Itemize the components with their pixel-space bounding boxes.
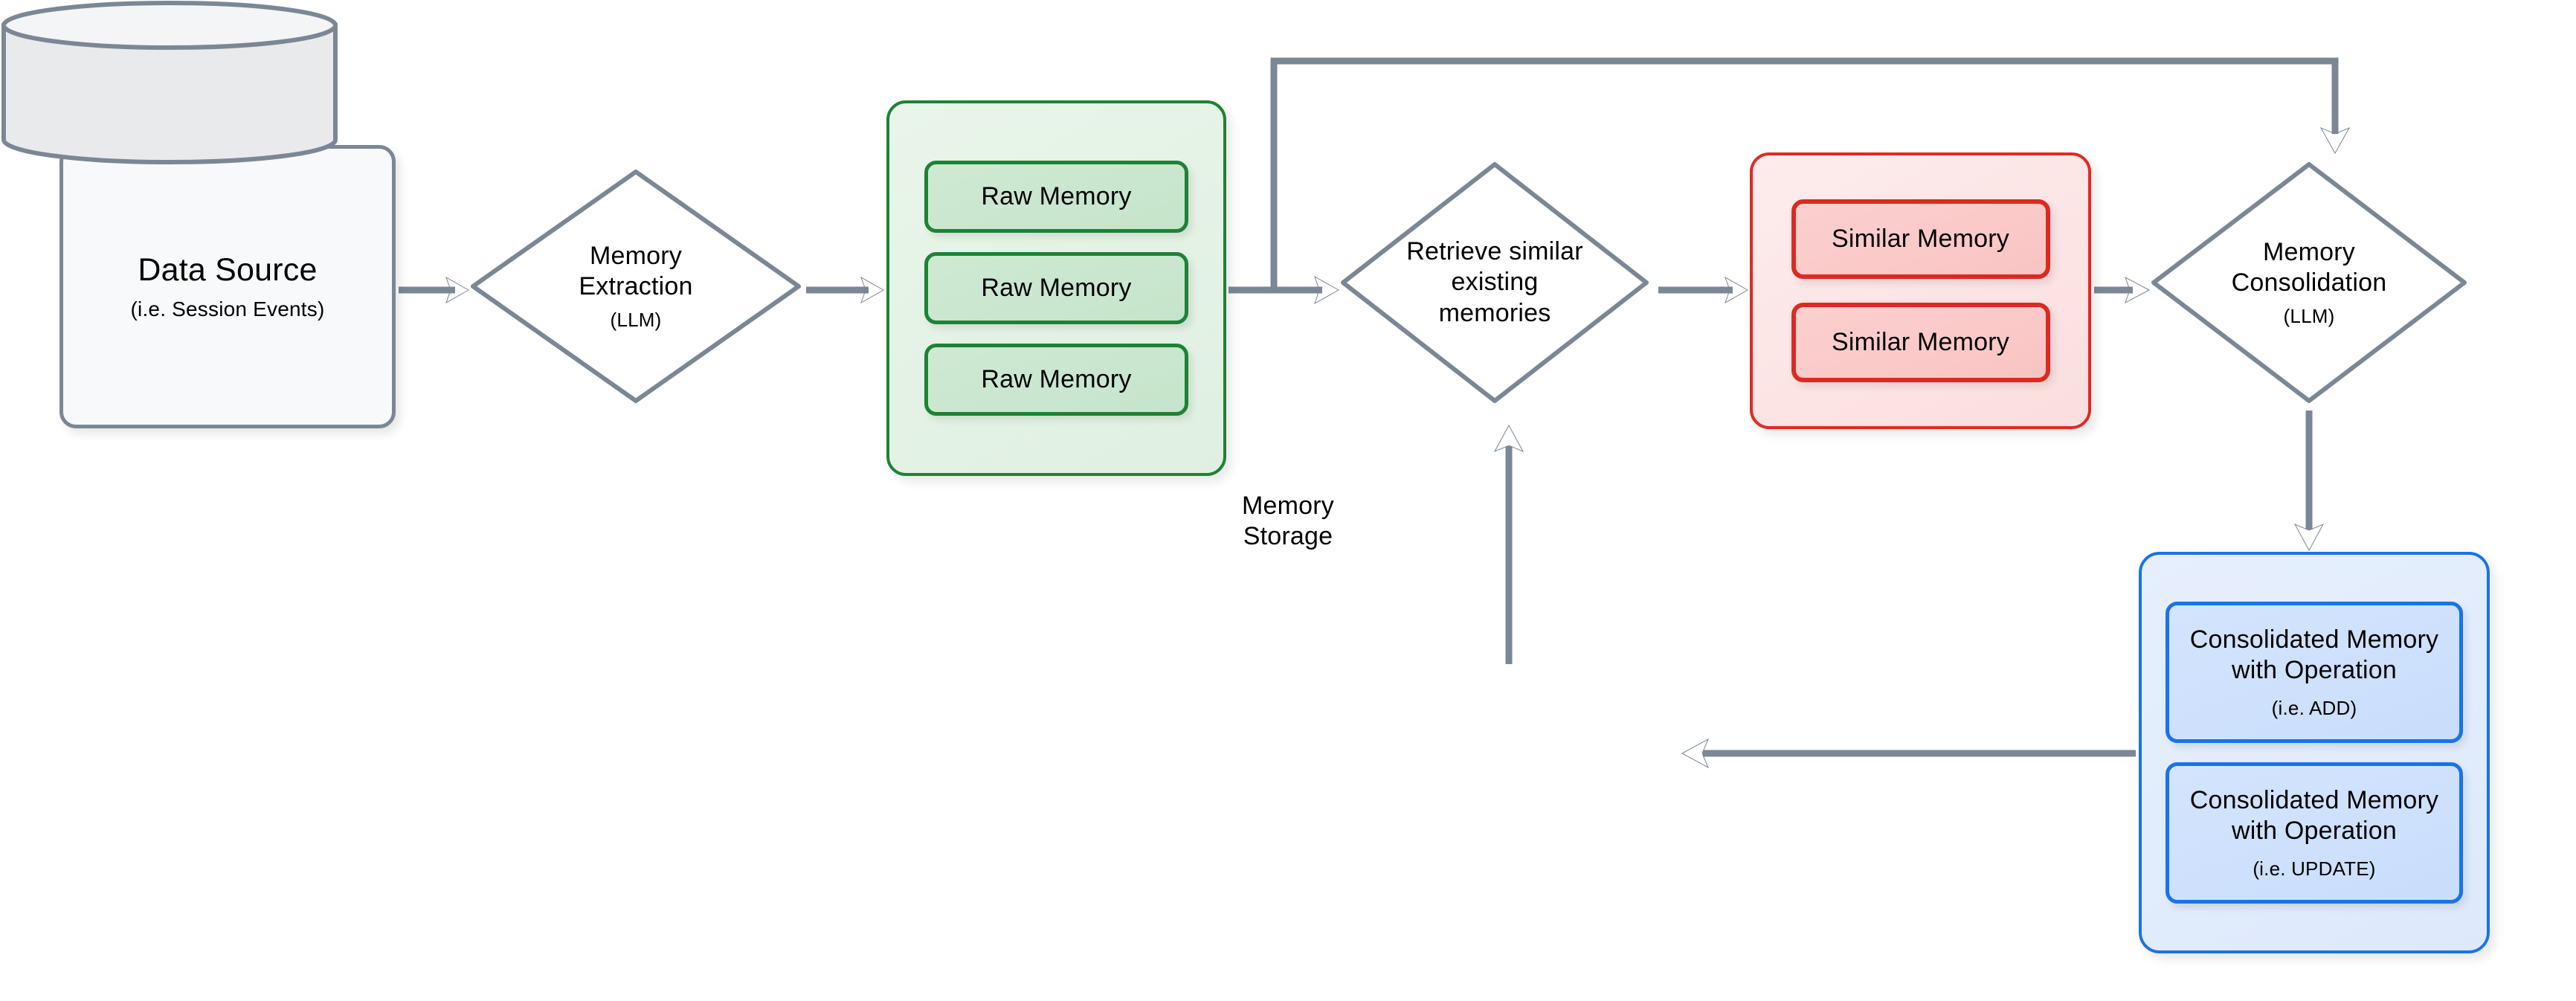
node-memory-extraction[interactable]: Memory Extraction (LLM)	[468, 167, 803, 405]
node-memory-storage[interactable]: Memory Storage	[0, 0, 1334, 550]
node-data-source[interactable]: Data Source (i.e. Session Events)	[59, 145, 396, 428]
memory-storage-line2: Storage	[1243, 522, 1333, 550]
edge-data-source-to-memory-extraction	[399, 276, 470, 304]
raw-memory-label-1: Raw Memory	[981, 181, 1132, 210]
consolidated-memory-update-line2: with Operation	[2231, 817, 2397, 846]
edge-memory-consolidation-to-consolidated-memory	[2293, 411, 2325, 552]
consolidated-memory-update-line1: Consolidated Memory	[2189, 785, 2439, 814]
consolidated-memory-add-line2: with Operation	[2231, 656, 2397, 685]
similar-memory-label-2: Similar Memory	[1832, 327, 2009, 356]
memory-storage-line1: Memory	[1242, 491, 1334, 520]
group-similar-memory[interactable]: Similar Memory Similar Memory	[1750, 152, 2091, 429]
chip-similar-memory-1[interactable]: Similar Memory	[1791, 199, 2050, 279]
data-source-title: Data Source	[138, 252, 318, 289]
edge-similar-memory-to-memory-consolidation	[2094, 276, 2151, 304]
edge-retrieve-similar-to-similar-memory	[1658, 276, 1749, 304]
similar-memory-label-1: Similar Memory	[1832, 224, 2009, 253]
chip-similar-memory-2[interactable]: Similar Memory	[1791, 303, 2050, 382]
consolidated-memory-add-sublabel: (i.e. ADD)	[2271, 696, 2357, 719]
chip-consolidated-memory-add[interactable]: Consolidated Memory with Operation (i.e.…	[2166, 602, 2463, 743]
cylinder-shape-memory-storage	[1, 1, 338, 164]
diamond-shape-memory-consolidation	[2151, 162, 2467, 403]
diamond-shape-memory-extraction	[471, 170, 801, 403]
edge-consolidated-memory-to-memory-storage	[1681, 738, 2136, 769]
edge-memory-storage-to-retrieve-similar	[1493, 424, 1524, 664]
edge-memory-extraction-to-raw-memory	[806, 276, 885, 304]
data-source-subtitle: (i.e. Session Events)	[130, 297, 325, 321]
edge-raw-memory-to-retrieve-similar	[1229, 275, 1340, 305]
node-memory-consolidation[interactable]: Memory Consolidation (LLM)	[2149, 160, 2469, 405]
consolidated-memory-update-sublabel: (i.e. UPDATE)	[2253, 857, 2376, 880]
raw-memory-label-2: Raw Memory	[981, 273, 1132, 302]
raw-memory-label-3: Raw Memory	[981, 364, 1132, 393]
consolidated-memory-add-line1: Consolidated Memory	[2189, 625, 2439, 654]
diamond-shape-retrieve-similar	[1341, 162, 1649, 403]
chip-raw-memory-2[interactable]: Raw Memory	[924, 252, 1188, 324]
chip-raw-memory-1[interactable]: Raw Memory	[924, 161, 1188, 233]
group-consolidated-memory[interactable]: Consolidated Memory with Operation (i.e.…	[2139, 552, 2490, 953]
chip-raw-memory-3[interactable]: Raw Memory	[924, 344, 1188, 416]
group-raw-memory[interactable]: Raw Memory Raw Memory Raw Memory	[886, 100, 1226, 476]
node-retrieve-similar-memories[interactable]: Retrieve similar existing memories	[1339, 160, 1651, 405]
chip-consolidated-memory-update[interactable]: Consolidated Memory with Operation (i.e.…	[2166, 762, 2463, 904]
